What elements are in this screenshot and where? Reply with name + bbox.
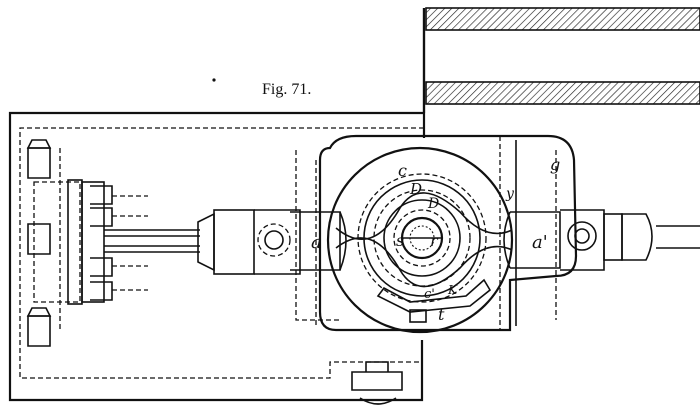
bottom-bolt <box>351 361 403 405</box>
label-t: t <box>438 305 445 324</box>
hatched-rail-top <box>425 7 700 31</box>
yoke-a <box>290 150 347 321</box>
label-k: K <box>447 283 458 297</box>
right-coupling <box>560 209 700 271</box>
left-clamp-block <box>33 179 148 305</box>
figure-caption: Fig. 71. <box>262 81 311 98</box>
label-y: y <box>505 186 515 202</box>
left-bolt-column <box>26 139 52 347</box>
left-coupling <box>197 209 301 275</box>
inner-housing-dashed <box>19 127 424 379</box>
push-rod <box>104 229 200 253</box>
label-a: a <box>311 232 322 253</box>
ink-dot <box>212 78 216 82</box>
hatched-rail-bottom <box>425 81 700 105</box>
label-a-prime: a' <box>532 232 548 253</box>
label-D: D <box>409 180 422 198</box>
label-g: g <box>550 155 560 174</box>
label-c: c <box>398 161 407 180</box>
label-s: s <box>396 231 404 250</box>
eccentric-rings <box>357 173 487 303</box>
label-D-inner: D <box>427 196 439 212</box>
cam-segment <box>376 278 492 323</box>
cam-disc <box>326 146 514 334</box>
yoke-a-prime <box>503 150 561 320</box>
label-r: r <box>430 231 439 250</box>
label-c-prime: c' <box>424 287 435 302</box>
main-frame <box>8 8 426 402</box>
